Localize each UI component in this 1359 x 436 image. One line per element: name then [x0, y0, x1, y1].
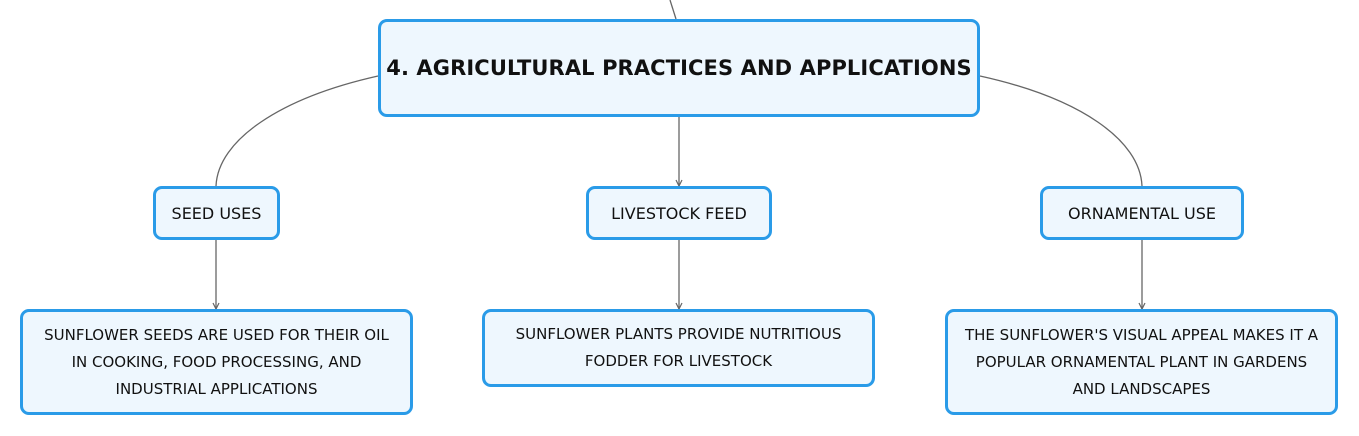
detail-text-ornamental-use: THE SUNFLOWER'S VISUAL APPEAL MAKES IT A…: [964, 325, 1319, 398]
detail-text-seed-uses: SUNFLOWER SEEDS ARE USED FOR THEIR OIL I…: [44, 325, 389, 398]
root-topic-node[interactable]: 4. AGRICULTURAL PRACTICES AND APPLICATIO…: [378, 19, 980, 117]
detail-text-livestock-feed: SUNFLOWER PLANTS PROVIDE NUTRITIOUS FODD…: [515, 325, 842, 370]
detail-node-ornamental-use[interactable]: THE SUNFLOWER'S VISUAL APPEAL MAKES IT A…: [945, 309, 1338, 415]
connector-root-to-seed-uses: [215, 75, 379, 187]
connector-parent-to-root: [669, 0, 677, 20]
root-topic-label: 4. AGRICULTURAL PRACTICES AND APPLICATIO…: [386, 56, 972, 80]
detail-node-livestock-feed[interactable]: SUNFLOWER PLANTS PROVIDE NUTRITIOUS FODD…: [482, 309, 875, 387]
detail-node-seed-uses[interactable]: SUNFLOWER SEEDS ARE USED FOR THEIR OIL I…: [20, 309, 413, 415]
branch-label-seed-uses: SEED USES: [171, 203, 262, 223]
branch-label-livestock-feed: LIVESTOCK FEED: [611, 203, 747, 223]
branch-node-seed-uses[interactable]: SEED USES: [153, 186, 280, 240]
connector-root-to-ornamental-use: [979, 75, 1143, 187]
branch-node-livestock-feed[interactable]: LIVESTOCK FEED: [586, 186, 772, 240]
branch-node-ornamental-use[interactable]: ORNAMENTAL USE: [1040, 186, 1244, 240]
branch-label-ornamental-use: ORNAMENTAL USE: [1068, 203, 1216, 223]
